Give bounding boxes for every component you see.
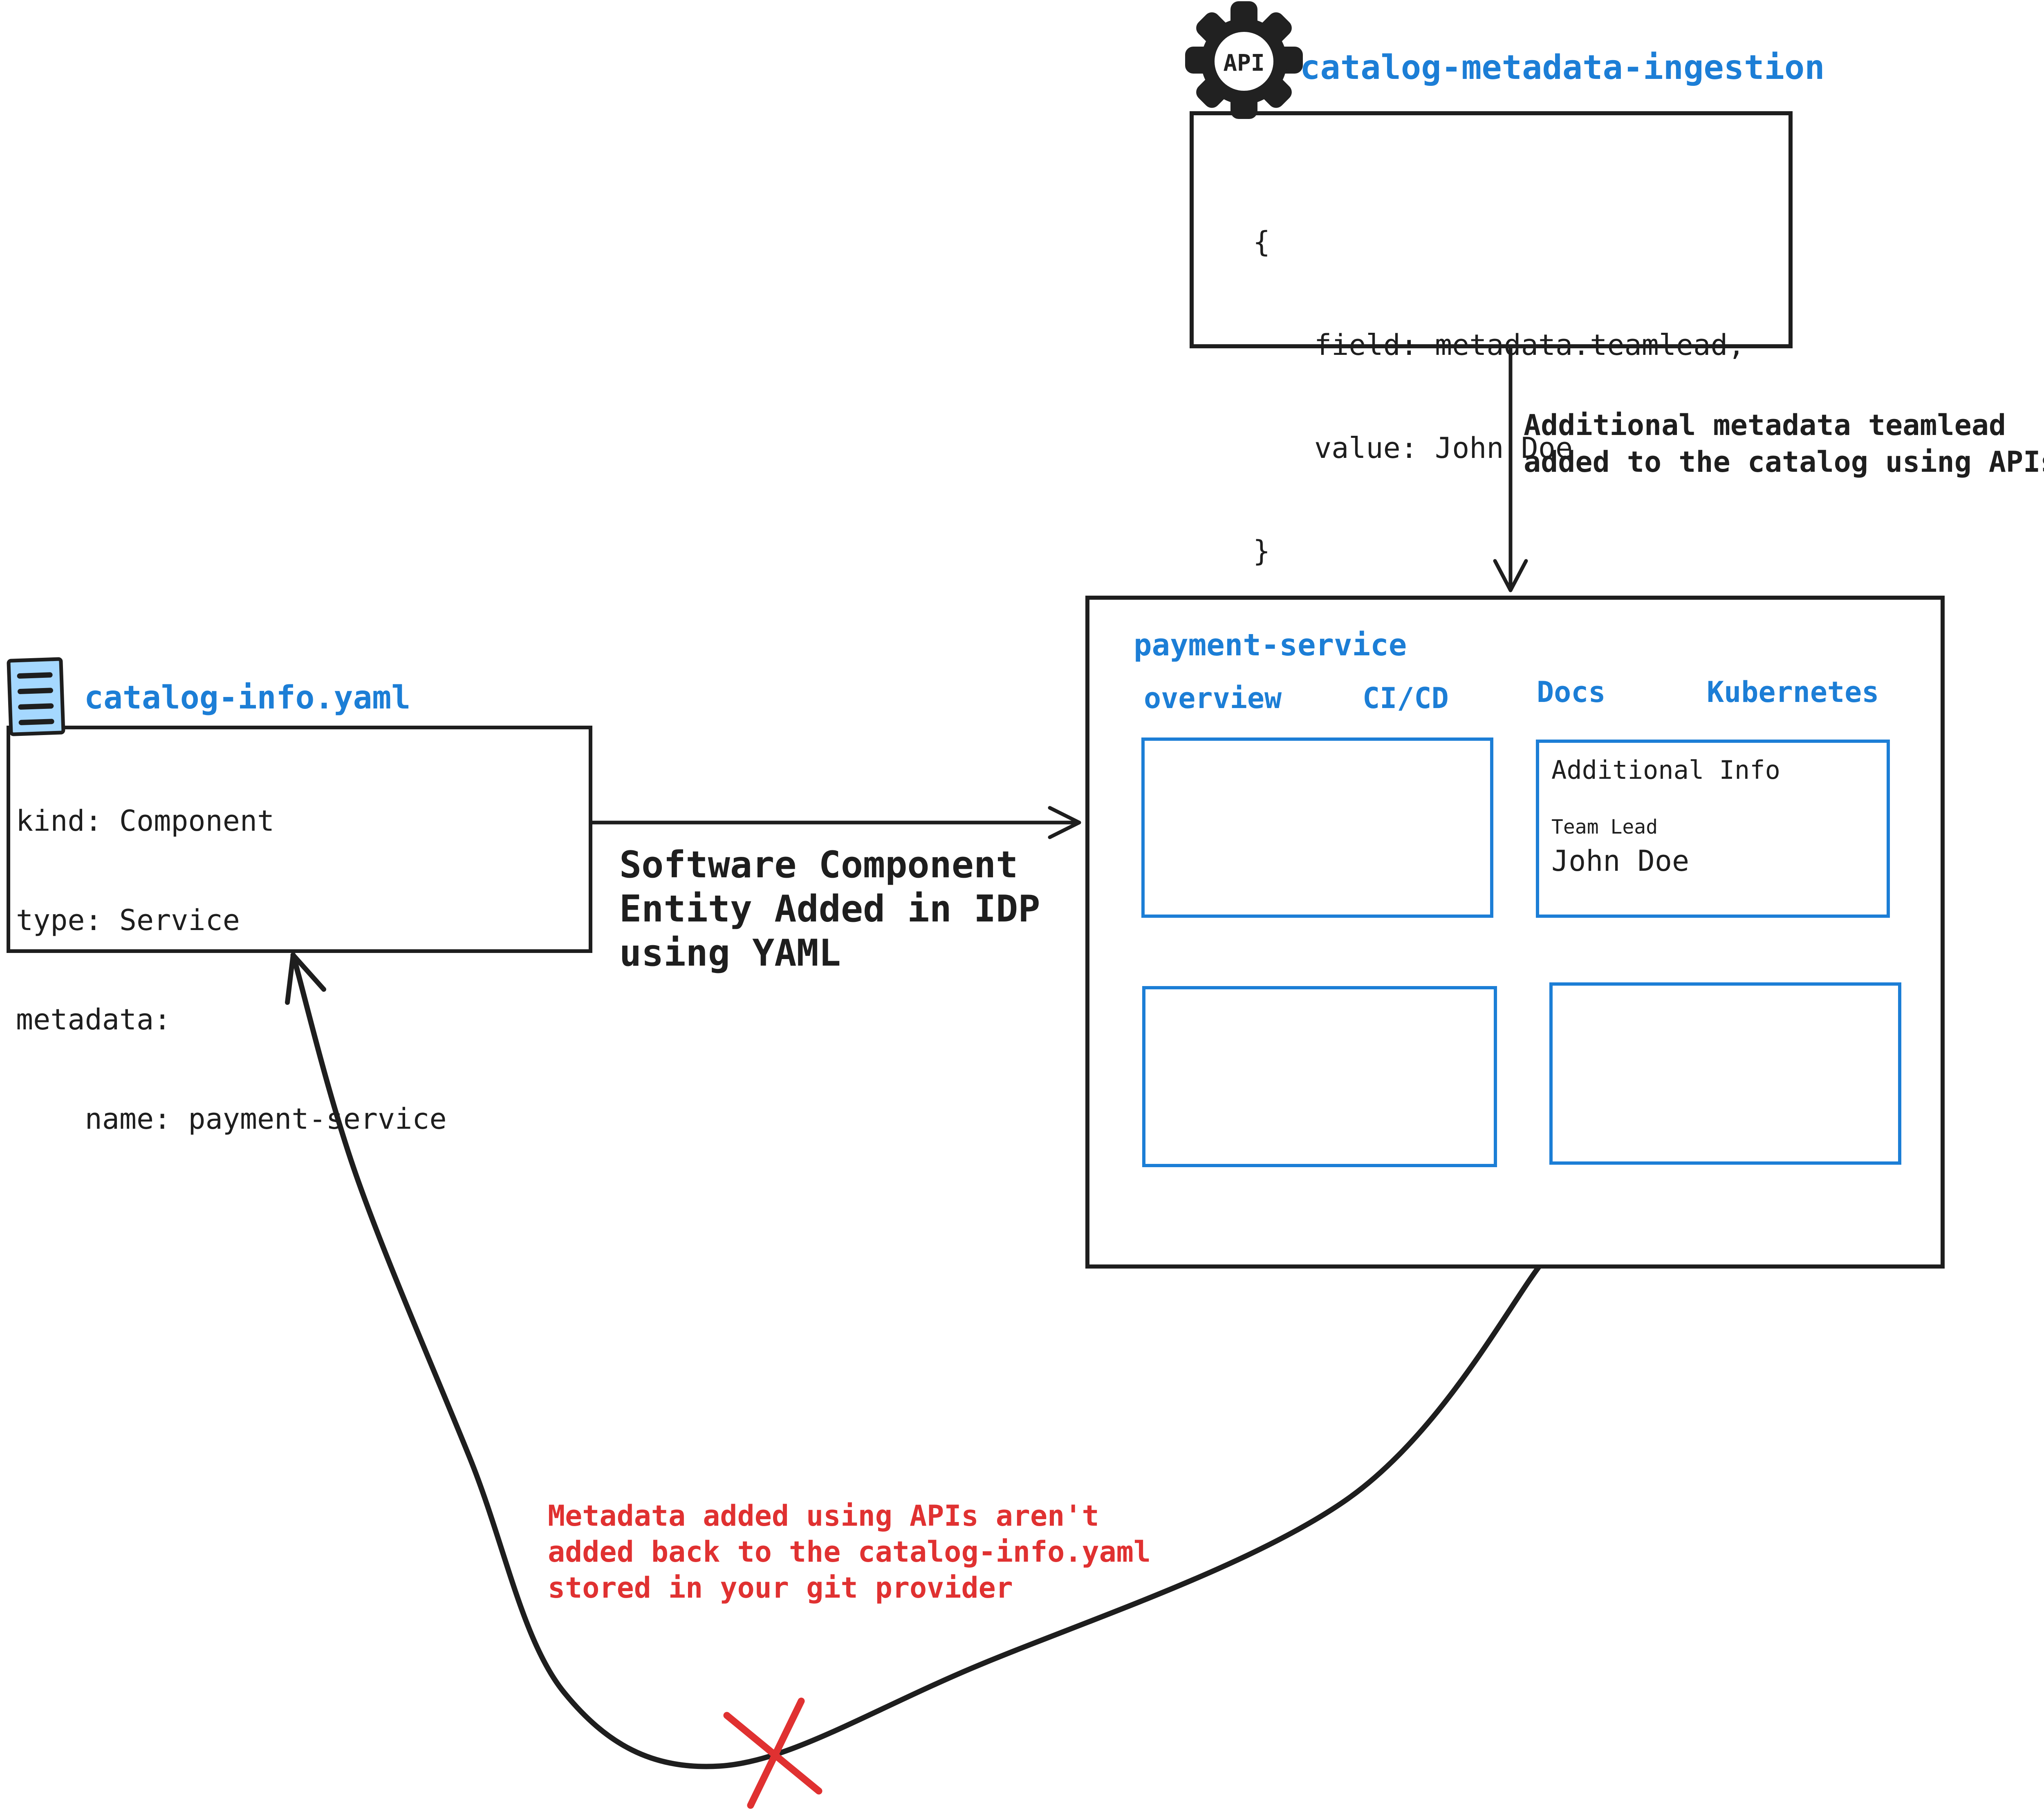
yaml-file-box: kind: Component type: Service metadata: … xyxy=(7,726,592,1136)
yaml-file-content: kind: Component type: Service metadata: … xyxy=(16,738,447,1202)
api-arrow-label-line1: Additional metadata teamlead xyxy=(1524,408,2006,442)
api-to-idp-arrowhead-icon xyxy=(1493,559,1528,592)
payment-service-panel: payment-service overview CI/CD Docs Kube… xyxy=(1085,596,1945,1269)
yaml-arrow-label: Software Component Entity Added in IDP u… xyxy=(619,843,1040,975)
tab-overview: overview xyxy=(1144,681,1282,715)
widget-placeholder-bottom-right xyxy=(1549,982,1901,1165)
tab-docs: Docs xyxy=(1537,675,1606,709)
api-gear-label: API xyxy=(1223,50,1264,76)
crossed-out-x-icon xyxy=(723,1697,823,1809)
api-arrow-label: Additional metadata teamlead added to th… xyxy=(1524,407,2044,480)
yaml-line-metadata: metadata: xyxy=(16,1003,171,1036)
yaml-arrow-label-line1: Software Component xyxy=(619,843,1018,886)
feedback-arrowhead-icon xyxy=(285,953,326,1005)
yaml-line-type: type: Service xyxy=(16,903,240,937)
yaml-file-title: catalog-info.yaml xyxy=(84,679,411,716)
code-field-line: field: metadata.teamlead, xyxy=(1314,328,1745,362)
feedback-note-line1: Metadata added using APIs aren't xyxy=(548,1499,1099,1533)
yaml-to-idp-arrowhead-icon xyxy=(1048,806,1081,839)
yaml-arrow-label-line2: Entity Added in IDP xyxy=(619,888,1040,930)
additional-info-card: Additional Info Team Lead John Doe xyxy=(1536,740,1890,918)
yaml-file-icon xyxy=(7,657,65,736)
feedback-note-line3: stored in your git provider xyxy=(548,1571,1013,1605)
feedback-note: Metadata added using APIs aren't added b… xyxy=(548,1498,1151,1606)
overview-widget-placeholder xyxy=(1141,738,1493,918)
api-payload-code: { field: metadata.teamlead, value: John … xyxy=(1253,156,1745,637)
additional-info-heading: Additional Info xyxy=(1551,755,1780,785)
team-lead-label: Team Lead xyxy=(1551,816,1658,838)
api-payload-box: { field: metadata.teamlead, value: John … xyxy=(1190,111,1793,568)
yaml-arrow-label-line3: using YAML xyxy=(619,932,841,975)
widget-placeholder-bottom-left xyxy=(1142,986,1497,1167)
api-ingestion-title: catalog-metadata-ingestion xyxy=(1300,48,1825,87)
code-value-line: value: John Doe xyxy=(1314,431,1573,465)
idp-to-yaml-feedback-curve xyxy=(290,952,1548,1769)
payment-service-title: payment-service xyxy=(1134,628,1407,663)
code-close-brace: } xyxy=(1253,534,1271,568)
yaml-line-name: name: payment-service xyxy=(16,1102,447,1136)
api-arrow-label-line2: added to the catalog using APIs xyxy=(1524,445,2044,479)
team-lead-value: John Doe xyxy=(1551,844,1690,878)
feedback-note-line2: added back to the catalog-info.yaml xyxy=(548,1535,1151,1569)
tab-cicd: CI/CD xyxy=(1363,681,1449,715)
tab-kubernetes: Kubernetes xyxy=(1707,675,1879,709)
api-gear-icon: API xyxy=(1185,1,1303,119)
yaml-line-kind: kind: Component xyxy=(16,804,275,838)
code-open-brace: { xyxy=(1253,225,1271,259)
